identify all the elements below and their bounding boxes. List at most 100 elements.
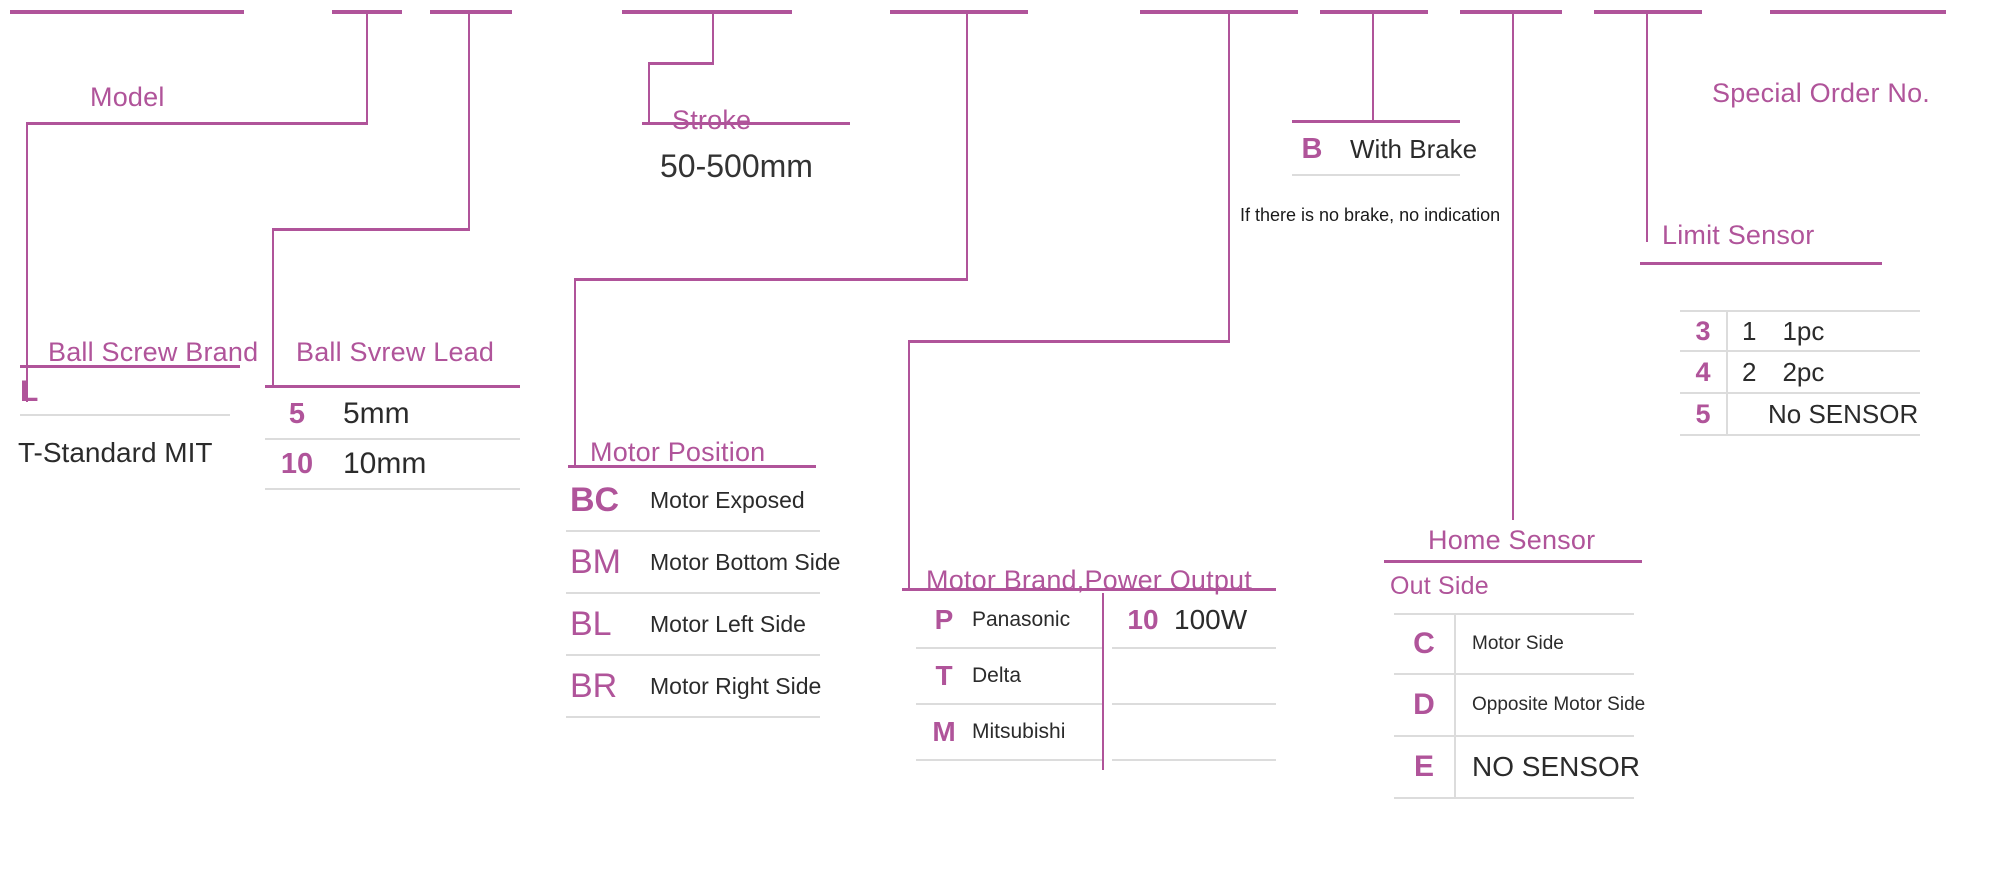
motor-position-desc: Motor Bottom Side: [650, 548, 841, 575]
table-row[interactable]: M Mitsubishi: [916, 705, 1102, 761]
leader-motor-brand-vertical-down: [908, 340, 910, 590]
limit-sensor-qty: 1: [1742, 315, 1757, 346]
top-bar-motor-position: [890, 10, 1028, 14]
leader-lead-vertical-down: [272, 228, 274, 388]
table-row[interactable]: D Opposite Motor Side: [1394, 675, 1645, 737]
limit-sensor-options: 3 1 1pc 4 2 2pc 5 No SENSOR: [1680, 310, 1920, 436]
lead-code: 10: [280, 447, 314, 480]
home-sensor-code: C: [1413, 627, 1435, 660]
motor-position-code: BL: [570, 604, 612, 643]
leader-brake-vertical: [1372, 12, 1374, 122]
table-row[interactable]: L: [20, 370, 230, 416]
table-row[interactable]: 3 1 1pc: [1680, 310, 1920, 352]
home-sensor-code: D: [1413, 688, 1435, 721]
table-row[interactable]: BL Motor Left Side: [566, 594, 820, 656]
table-row[interactable]: BM Motor Bottom Side: [566, 532, 840, 594]
leader-ball-screw-brand-underline: [20, 365, 240, 368]
limit-sensor-code: 4: [1695, 356, 1711, 387]
leader-stroke-underline: [642, 122, 850, 125]
leader-motor-position-underline: [568, 465, 816, 468]
leader-model-vertical: [366, 12, 368, 124]
motor-position-options: BC Motor Exposed BM Motor Bottom Side BL…: [566, 470, 840, 718]
table-row[interactable]: 4 2 2pc: [1680, 352, 1920, 394]
stroke-value: 50-500mm: [660, 148, 813, 184]
limit-sensor-desc: No SENSOR: [1726, 394, 1920, 434]
leader-motor-position-vertical-down: [574, 278, 576, 468]
ball-screw-brand-code: L: [20, 375, 39, 408]
limit-sensor-desc: 1 1pc: [1726, 312, 1920, 350]
motor-brand-desc: Panasonic: [972, 608, 1071, 631]
home-sensor-underline: [1384, 560, 1642, 563]
home-sensor-desc: NO SENSOR: [1454, 737, 1640, 797]
home-sensor-desc: Motor Side: [1454, 615, 1634, 673]
limit-sensor-code: 3: [1695, 315, 1711, 346]
top-bar-model: [10, 10, 244, 14]
ball-screw-brand-options: L: [20, 370, 230, 416]
label-home-sensor: Home Sensor: [1428, 525, 1596, 555]
label-home-sensor-sub: Out Side: [1390, 572, 1489, 600]
table-row-empty: [1112, 649, 1276, 705]
top-bar-limit-sensor: [1594, 10, 1702, 14]
power-output-options: 10 100W: [1112, 593, 1276, 761]
motor-brand-desc: Mitsubishi: [972, 720, 1066, 743]
table-row[interactable]: E NO SENSOR: [1394, 737, 1640, 799]
leader-motor-position-vertical-top: [966, 12, 968, 280]
leader-stroke-vertical-top: [712, 12, 714, 64]
limit-sensor-text: 1pc: [1782, 315, 1825, 346]
table-row-empty: [1112, 705, 1276, 761]
brake-desc: With Brake: [1350, 133, 1478, 164]
motor-position-code: BC: [570, 480, 620, 519]
label-special-order: Special Order No.: [1712, 78, 1930, 108]
leader-brake-underline: [1292, 120, 1460, 123]
leader-lead-vertical-top: [468, 12, 470, 230]
leader-stroke-vertical-down: [648, 62, 650, 124]
leader-lead-horizontal: [272, 228, 470, 231]
motor-position-code: BM: [570, 542, 621, 581]
table-row[interactable]: C Motor Side: [1394, 613, 1634, 675]
label-motor-brand-power: Motor Brand,Power Output: [926, 565, 1252, 595]
leader-motor-brand-horizontal: [908, 340, 1230, 343]
ball-screw-lead-options: 5 5mm 10 10mm: [265, 390, 520, 490]
label-ball-screw-lead: Ball Svrew Lead: [296, 337, 495, 367]
leader-ball-screw-brand-vertical: [26, 122, 28, 402]
label-ball-screw-brand: Ball Screw Brand: [48, 337, 259, 367]
leader-limit-sensor-vertical: [1646, 12, 1648, 242]
power-output-code: 10: [1127, 604, 1159, 635]
leader-motor-position-horizontal: [574, 278, 968, 281]
limit-sensor-text: No SENSOR: [1768, 398, 1919, 429]
table-row[interactable]: P Panasonic: [916, 593, 1102, 649]
table-row[interactable]: 5 5mm: [265, 390, 520, 440]
limit-sensor-qty: 2: [1742, 356, 1757, 387]
table-row[interactable]: 10 100W: [1112, 593, 1276, 649]
table-row[interactable]: BC Motor Exposed: [566, 470, 820, 532]
motor-position-desc: Motor Right Side: [650, 672, 822, 699]
motor-brand-desc: Delta: [972, 664, 1022, 687]
motor-brand-code: P: [934, 604, 954, 635]
limit-sensor-desc: 2 2pc: [1726, 352, 1920, 392]
home-sensor-desc: Opposite Motor Side: [1454, 675, 1645, 735]
label-motor-position: Motor Position: [590, 437, 766, 467]
brake-code: B: [1301, 132, 1323, 165]
lead-desc: 5mm: [343, 397, 410, 430]
leader-model-horizontal: [26, 122, 368, 125]
table-row[interactable]: T Delta: [916, 649, 1102, 705]
top-bar-brake: [1320, 10, 1428, 14]
motor-brand-code: M: [932, 716, 956, 747]
lead-desc: 10mm: [343, 447, 427, 480]
leader-lead-underline: [265, 385, 520, 388]
power-output-desc: 100W: [1174, 604, 1248, 635]
leader-motor-brand-underline: [902, 588, 1276, 591]
table-row[interactable]: 10 10mm: [265, 440, 520, 490]
label-model: Model: [90, 82, 165, 112]
limit-sensor-code: 5: [1695, 398, 1711, 429]
table-row[interactable]: 5 No SENSOR: [1680, 394, 1920, 436]
table-row[interactable]: BR Motor Right Side: [566, 656, 822, 718]
motor-brand-power-divider: [1102, 593, 1104, 770]
top-bar-ball-screw-lead: [430, 10, 512, 14]
motor-position-desc: Motor Exposed: [650, 486, 805, 513]
table-row[interactable]: B With Brake: [1292, 124, 1477, 176]
limit-sensor-text: 2pc: [1782, 356, 1825, 387]
leader-home-sensor-vertical: [1512, 12, 1514, 520]
label-limit-sensor: Limit Sensor: [1662, 220, 1815, 250]
